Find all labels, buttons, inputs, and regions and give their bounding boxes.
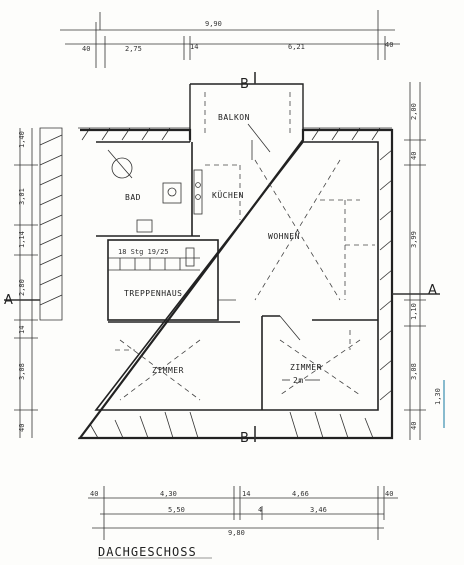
roof-hatching [39, 127, 393, 439]
dim-right-0: 2,00 [410, 103, 418, 120]
drawing-title: DACHGESCHOSS [98, 545, 197, 559]
section-mark-b-top: B [240, 77, 249, 92]
dim-right-1: 40 [410, 152, 418, 160]
dim-bottom-row2-2: 3,46 [310, 506, 327, 514]
partitions [108, 315, 378, 410]
room-label-treppenhaus: TREPPENHAUS [124, 289, 182, 298]
dim-bottom-1: 4,30 [160, 490, 177, 498]
dim-left-4: 14 [18, 326, 26, 334]
dim-top-0: 40 [82, 45, 90, 53]
section-mark-b-bottom: B [240, 431, 249, 446]
bedroom-left: ZIMMER [115, 339, 201, 401]
dim-right-3: 1,10 [410, 303, 418, 320]
dim-right-4: 3,08 [410, 363, 418, 380]
dim-bottom-4: 40 [385, 490, 393, 498]
dim-bottom-0: 40 [90, 490, 98, 498]
room-label-wohnen: WOHNEN [268, 232, 300, 241]
room-label-bad: BAD [125, 193, 141, 202]
room-label-zimmer-right: ZIMMER [290, 363, 322, 372]
section-b-line: B B [240, 72, 256, 446]
dim-top-4: 40 [385, 41, 393, 49]
section-mark-a-right: A [428, 283, 437, 298]
bathroom-kitchen: BAD KÜCHEN [96, 142, 244, 237]
bottom-dimension-chain: 40 4,30 14 4,66 40 5,50 4 3,46 9,80 [88, 486, 398, 540]
dim-bottom-3: 4,66 [292, 490, 309, 498]
living-room: WOHNEN [254, 159, 375, 301]
room-label-kuechen: KÜCHEN [212, 190, 244, 200]
dim-left-3: 2,80 [18, 279, 26, 296]
dim-left-5: 3,08 [18, 363, 26, 380]
dim-top-total: 9,90 [205, 20, 222, 28]
dim-left-1: 3,01 [18, 188, 26, 205]
dim-right-2: 3,99 [410, 231, 418, 248]
dim-left-0: 1,40 [18, 131, 26, 148]
dim-bottom-total: 9,80 [228, 529, 245, 537]
top-dimension-chain: 9,90 40 2,75 14 6,21 40 [60, 10, 400, 68]
dim-top-2: 14 [190, 43, 198, 51]
right-dimension-chain: 2,00 40 3,99 1,10 3,08 1,30 40 [404, 82, 445, 440]
dim-right-6: 40 [410, 422, 418, 430]
left-dimension-chain: 1,40 3,01 1,14 2,80 14 3,08 40 [14, 128, 38, 438]
dim-right-5: 1,30 [434, 388, 442, 405]
dim-bottom-row2-0: 5,50 [168, 506, 185, 514]
zimmer-height-note: 2m [293, 376, 304, 385]
dim-top-1: 2,75 [125, 45, 142, 53]
dim-left-6: 40 [18, 424, 26, 432]
balcony: BALKON [189, 83, 304, 160]
dim-left-2: 1,14 [18, 231, 26, 248]
bedroom-right: ZIMMER 2m [279, 330, 361, 396]
dim-top-3: 6,21 [288, 43, 305, 51]
dim-bottom-row2-1: 4 [258, 506, 262, 514]
stair-note: 18 Stg 19/25 [118, 248, 169, 256]
stairwell: 18 Stg 19/25 TREPPENHAUS [107, 239, 236, 321]
dim-bottom-2: 14 [242, 490, 250, 498]
section-a-line: A A [4, 283, 440, 308]
room-label-balkon: BALKON [218, 113, 250, 122]
room-label-zimmer-left: ZIMMER [152, 366, 184, 375]
section-mark-a-left: A [4, 293, 13, 308]
